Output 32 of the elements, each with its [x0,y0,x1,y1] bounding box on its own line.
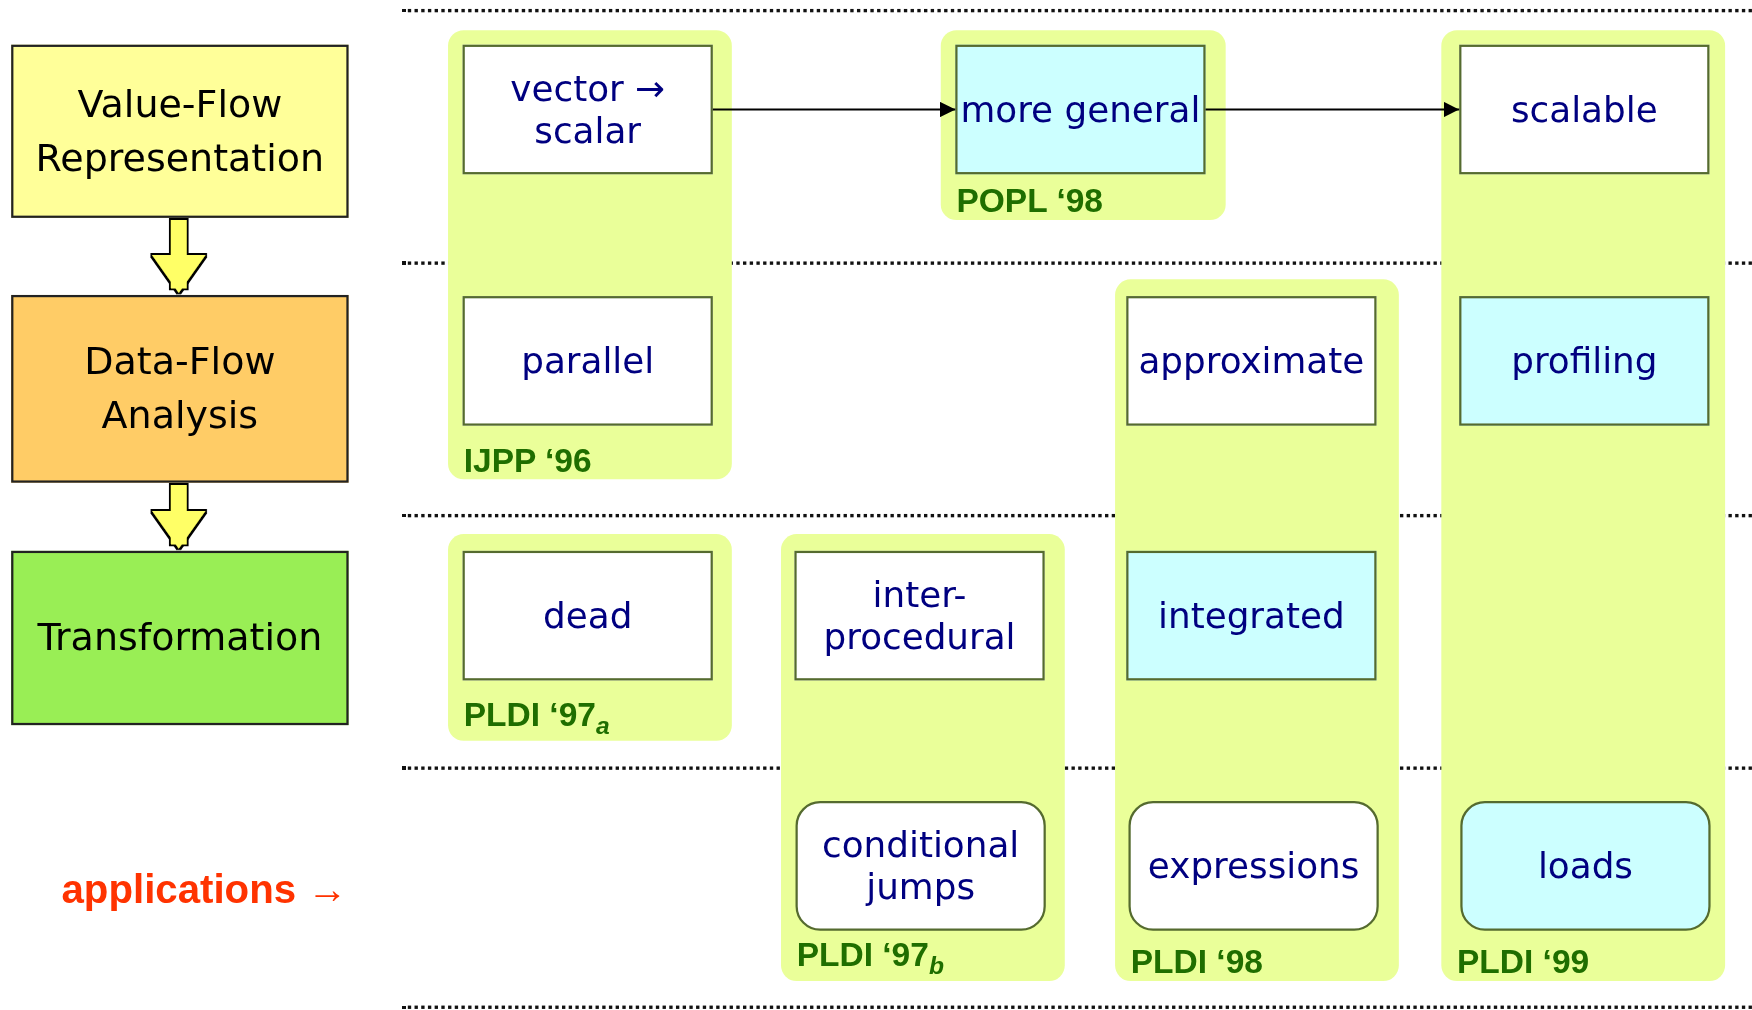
venue-label: PLDI ‘97$_{a}$ [463,696,610,741]
venue-label: PLDI ‘98 [1130,943,1263,981]
feature-box: integrated [1126,550,1377,681]
stage-box: Data-Flow Analysis [11,294,349,483]
feature-box: vector → scalar [462,44,713,175]
arrow [712,101,956,118]
feature-box: profiling [1459,296,1710,426]
feature-box: approximate [1126,296,1377,426]
application-box: loads [1460,801,1711,931]
venue-panel [781,534,1065,981]
venue-label: IJPP ‘96 [463,441,592,480]
block-arrow [151,484,206,549]
venue-label: POPL ‘98 [956,182,1103,221]
block-arrow [151,220,206,293]
feature-box: dead [462,550,713,681]
venue-panel [940,30,1226,221]
venue-panel [448,534,732,741]
feature-box: scalable [1459,44,1710,175]
feature-box: parallel [462,296,713,426]
venue-panel [1441,30,1726,981]
feature-box: more general [955,44,1206,175]
venue-label: PLDI ‘99 [1456,943,1590,981]
row-label: applications → [61,865,348,913]
venue-panel [1115,279,1399,981]
feature-box: inter- procedural [794,550,1045,681]
arrow [1205,101,1460,118]
venue-panel [448,30,732,480]
stage-box: Value-Flow Representation [11,44,349,218]
venue-label: PLDI ‘97$_{b}$ [796,936,944,981]
stage-box: Transformation [11,550,349,726]
application-box: conditional jumps [795,801,1046,931]
application-box: expressions [1128,801,1379,931]
